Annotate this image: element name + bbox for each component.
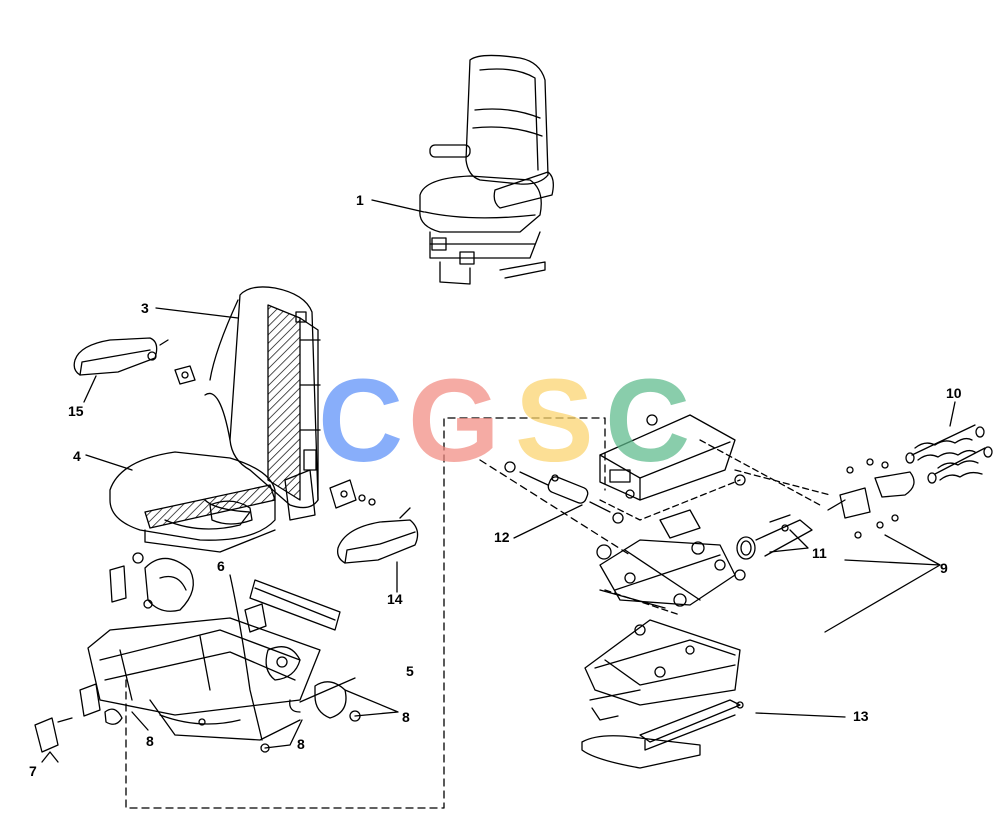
dashed-leads-upper xyxy=(599,439,831,521)
armrest-right xyxy=(329,479,419,564)
callout-8: 8 xyxy=(297,736,305,752)
leader-8c xyxy=(344,689,399,717)
assembled-seat xyxy=(419,54,554,285)
leader-15 xyxy=(83,375,97,403)
suspension-top-plate xyxy=(599,414,746,501)
watermark-letter: G xyxy=(408,355,500,487)
callout-11: 11 xyxy=(812,545,827,561)
armrest-left xyxy=(73,337,196,385)
base-frame xyxy=(584,589,741,721)
leader-4 xyxy=(85,454,133,471)
leader-13 xyxy=(755,712,846,718)
callout-3: 3 xyxy=(141,300,149,316)
leader-5 xyxy=(299,677,356,703)
callout-8: 8 xyxy=(146,733,154,749)
leader-10 xyxy=(949,401,956,427)
dashed-link xyxy=(479,459,631,556)
height-adjust-knob xyxy=(736,514,813,560)
seat-cushion xyxy=(109,451,276,553)
callout-8: 8 xyxy=(402,709,410,725)
callout-15: 15 xyxy=(68,403,84,419)
callout-1: 1 xyxy=(356,192,364,208)
leader-6 xyxy=(229,574,263,741)
dashed-group-boundary xyxy=(125,417,606,809)
callout-12: 12 xyxy=(494,529,510,545)
spring-brackets xyxy=(827,458,915,539)
shock-absorber xyxy=(504,461,624,524)
leader-3 xyxy=(155,307,239,319)
watermark-letter: C xyxy=(318,355,404,487)
callout-14: 14 xyxy=(387,591,403,607)
slide-rails xyxy=(581,699,744,769)
callout-13: 13 xyxy=(853,708,869,724)
leader-11 xyxy=(769,529,809,553)
leader-9 xyxy=(824,534,941,633)
callout-6: 6 xyxy=(217,558,225,574)
scissor-mechanism xyxy=(596,509,746,609)
leader-7 xyxy=(41,751,59,763)
callout-10: 10 xyxy=(946,385,962,401)
watermark-letter: C xyxy=(605,355,691,487)
callout-9: 9 xyxy=(940,560,948,576)
leader-8a xyxy=(131,711,149,731)
leader-1 xyxy=(371,199,425,213)
callout-7: 7 xyxy=(29,763,37,779)
seat-back xyxy=(204,286,321,521)
leader-12 xyxy=(513,504,583,539)
watermark-letter: S xyxy=(515,355,594,487)
callout-4: 4 xyxy=(73,448,81,464)
seat-frame-assembly xyxy=(34,552,361,753)
tension-springs xyxy=(905,424,993,484)
leader-8b xyxy=(264,719,303,749)
callout-5: 5 xyxy=(406,663,414,679)
